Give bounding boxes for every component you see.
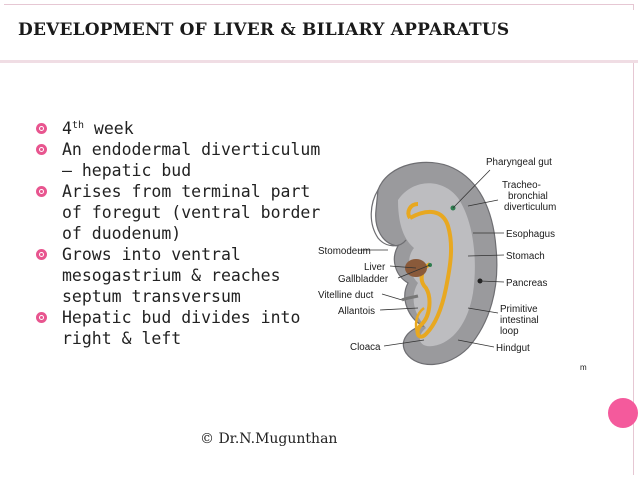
label-pancreas: Pancreas: [506, 278, 547, 289]
bullet-ring-icon: [36, 144, 47, 155]
bullet-text: Arises from terminal part of foregut (ve…: [62, 182, 321, 243]
label-corner-mark: m: [580, 363, 587, 372]
bullet-ring-icon: [36, 312, 47, 323]
bullet-item: An endodermal diverticulum – hepatic bud: [36, 139, 336, 181]
foregut: [406, 202, 419, 220]
bullet-ring-icon: [36, 249, 47, 260]
slide-title: DEVELOPMENT OF LIVER & BILIARY APPARATUS: [18, 20, 510, 40]
embryo-diagram: Pharyngeal gut Tracheo- bronchial divert…: [318, 157, 587, 372]
head-fold: [370, 189, 407, 247]
bullet-ring-icon: [36, 123, 47, 134]
bullet-text: An endodermal diverticulum – hepatic bud: [62, 140, 321, 180]
vitelline-duct: [401, 294, 419, 302]
title-divider: [0, 60, 638, 63]
label-liver: Liver: [364, 262, 386, 273]
label-stomach: Stomach: [506, 251, 545, 262]
label-tracheobronchial-3: diverticulum: [504, 202, 556, 213]
bullet-list: 4th week An endodermal diverticulum – he…: [36, 118, 336, 349]
label-vitelline-duct: Vitelline duct: [318, 290, 374, 301]
slide-border-top: [4, 4, 634, 5]
title-band: [0, 10, 638, 60]
bullet-text: Grows into ventral mesogastrium & reache…: [62, 245, 281, 306]
label-stomodeum: Stomodeum: [318, 246, 371, 257]
slide-border-right: [633, 4, 634, 475]
label-allantois: Allantois: [338, 306, 375, 317]
label-esophagus: Esophagus: [506, 229, 555, 240]
copyright-text: © Dr.N.Mugunthan: [200, 431, 338, 447]
bullet-text: Hepatic bud divides into right & left: [62, 308, 301, 348]
label-pharyngeal-gut: Pharyngeal gut: [486, 157, 552, 168]
label-cloaca: Cloaca: [350, 342, 381, 353]
embryo-inner: [398, 183, 475, 347]
label-gallbladder: Gallbladder: [338, 274, 389, 285]
bullet-ring-icon: [36, 186, 47, 197]
label-hindgut: Hindgut: [496, 343, 530, 354]
gut-tube: [409, 209, 454, 339]
label-tracheobronchial: Tracheo-: [502, 180, 541, 191]
label-tracheobronchial-2: bronchial: [508, 191, 548, 202]
decorative-circle: [608, 398, 638, 428]
label-primitive-loop-2: intestinal: [500, 315, 539, 326]
bullet-text: 4th week: [62, 119, 134, 138]
label-primitive-loop-3: loop: [500, 326, 519, 337]
bullet-item: 4th week: [36, 118, 336, 139]
label-primitive-loop: Primitive: [500, 304, 538, 315]
bullet-item: Hepatic bud divides into right & left: [36, 307, 336, 349]
bullet-item: Arises from terminal part of foregut (ve…: [36, 181, 336, 244]
bullet-item: Grows into ventral mesogastrium & reache…: [36, 244, 336, 307]
allantois-shape: [414, 307, 425, 337]
